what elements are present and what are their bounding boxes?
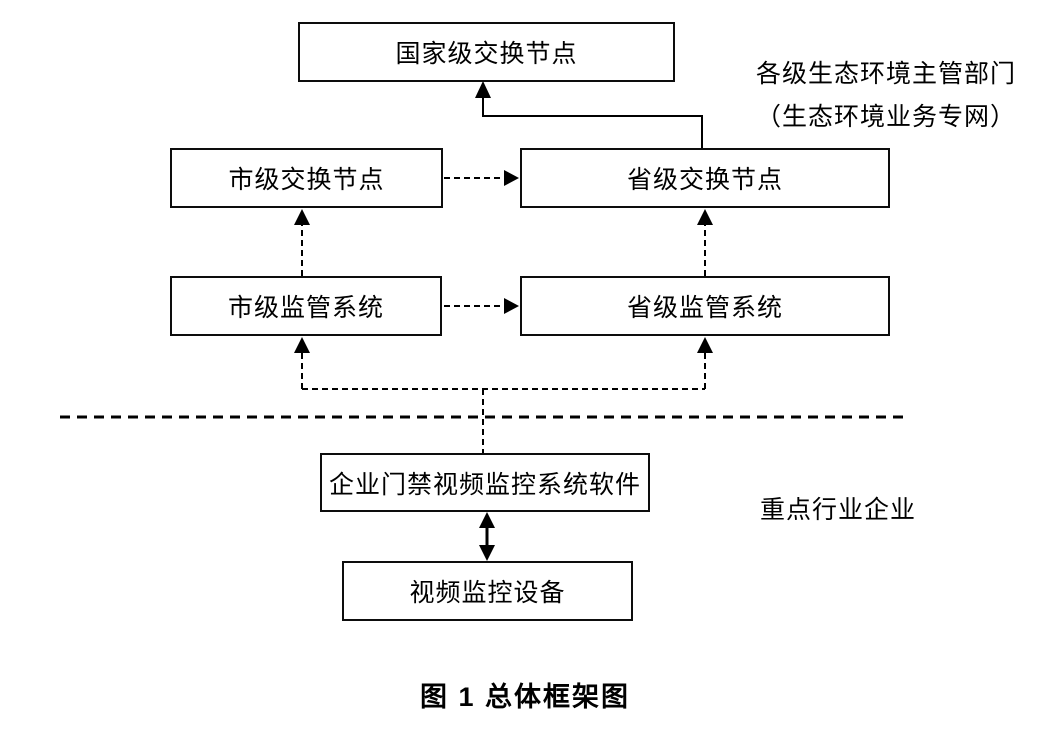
arrowhead-up-provincial-supervision: [697, 337, 713, 353]
node-video-device: 视频监控设备: [342, 561, 633, 621]
arrowhead-up-national: [475, 81, 491, 98]
node-enterprise-software: 企业门禁视频监控系统软件: [320, 453, 650, 512]
enterprise-zone-label: 重点行业企业: [760, 497, 917, 524]
node-city-supervision: 市级监管系统: [170, 276, 442, 336]
figure-caption: 图 1 总体框架图: [419, 682, 631, 712]
arrowhead-up-provincial-exchange: [697, 209, 713, 225]
government-zone-label-line1: 各级生态环境主管部门: [755, 61, 1016, 88]
arrowhead-up-city-supervision: [294, 337, 310, 353]
arrowhead-right-provincial-supervision: [504, 298, 519, 314]
node-city-exchange: 市级交换节点: [170, 148, 443, 208]
government-zone-label-line2: （生态环境业务专网）: [755, 104, 1016, 131]
node-provincial-exchange: 省级交换节点: [520, 148, 890, 208]
node-national-exchange: 国家级交换节点: [298, 22, 675, 82]
arrowhead-up-software: [479, 512, 495, 528]
arrowhead-up-city-exchange: [294, 209, 310, 225]
arrowhead-right-provincial-exchange: [504, 170, 519, 186]
node-provincial-supervision: 省级监管系统: [520, 276, 890, 336]
government-zone-label: 各级生态环境主管部门 （生态环境业务专网）: [738, 53, 1034, 139]
arrowhead-down-device: [479, 545, 495, 561]
edge-provincial-exchange-to-national: [482, 96, 703, 148]
